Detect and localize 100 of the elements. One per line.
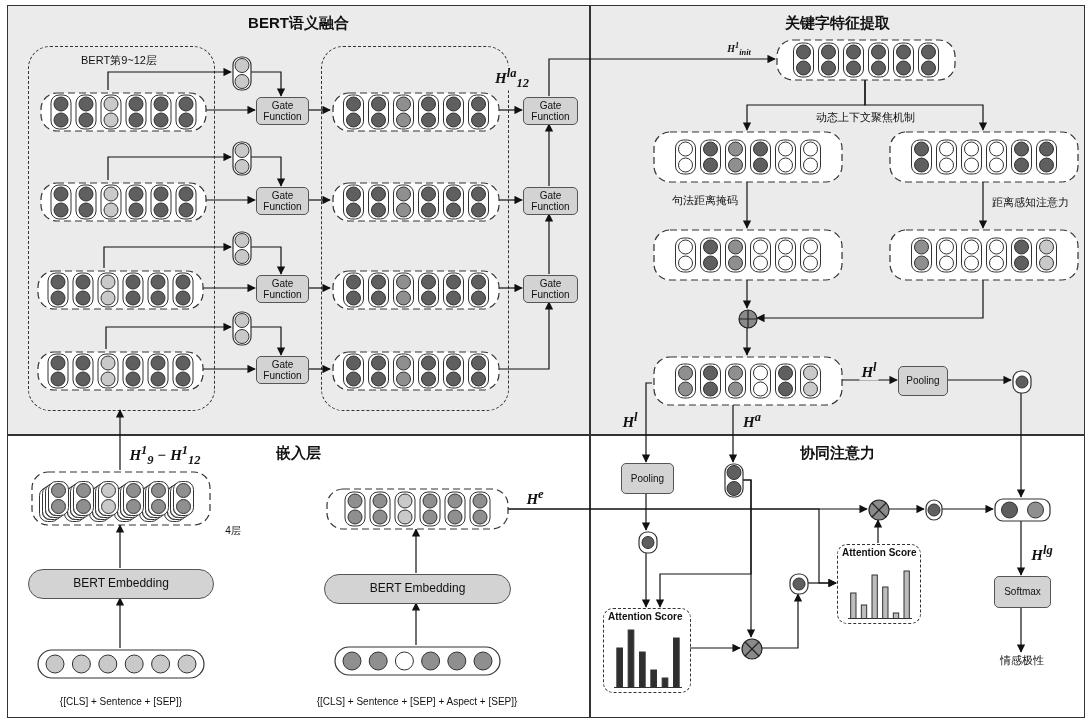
chart-box <box>837 544 921 624</box>
arrow <box>204 105 256 115</box>
arrow <box>1016 606 1026 653</box>
process-box: Softmax <box>994 576 1051 608</box>
arrow <box>548 54 776 97</box>
vector-drawing <box>653 229 843 281</box>
arrow <box>107 152 232 181</box>
group-title: BERT第9~12层 <box>81 54 157 66</box>
vector-drawing <box>40 182 207 222</box>
vector-drawing <box>40 92 207 132</box>
vector-drawing <box>889 131 1079 183</box>
arrow <box>115 524 125 569</box>
arrow <box>497 283 523 293</box>
process-box: Pooling <box>898 366 948 396</box>
arrow <box>761 593 803 649</box>
arrow <box>807 578 837 588</box>
arrow <box>497 105 523 115</box>
vector-drawing <box>724 463 744 498</box>
process-box: Gate Function <box>523 97 578 125</box>
process-box: Pooling <box>621 463 674 494</box>
arrow <box>728 404 738 463</box>
arrow <box>873 519 883 544</box>
arrow <box>742 279 752 309</box>
vector-drawing <box>37 270 204 310</box>
vector-drawing <box>232 141 252 176</box>
arrow <box>250 246 286 275</box>
token-sequence-drawing <box>334 646 501 676</box>
multiply-operator-icon <box>741 638 763 660</box>
chart-box <box>603 608 691 693</box>
panel-title: BERT语义融合 <box>248 14 349 33</box>
arrow <box>497 301 554 370</box>
vector-drawing <box>326 488 509 530</box>
sum-operator-icon <box>738 309 758 329</box>
edge-label: 距离感知注意力 <box>989 194 1071 210</box>
multiply-operator-icon <box>868 499 890 521</box>
process-box: Gate Function <box>523 187 578 215</box>
process-box: Gate Function <box>256 187 309 215</box>
arrow <box>497 195 523 205</box>
vector-drawing <box>232 56 252 91</box>
vector-drawing <box>776 39 956 81</box>
arrow <box>105 322 232 350</box>
arrow <box>1016 520 1026 576</box>
node-caption: {[CLS] + Sentence + [SEP] + Aspect + [SEP]} <box>316 695 518 707</box>
arrow <box>115 597 125 649</box>
arrow <box>544 123 554 187</box>
panel-title: 关键字特征提取 <box>785 14 890 33</box>
arrow <box>544 213 554 275</box>
vector-drawing <box>789 573 809 595</box>
vector-drawing <box>332 182 500 222</box>
vector-drawing <box>332 351 500 391</box>
vector-drawing <box>925 499 943 521</box>
arrow <box>641 552 651 608</box>
vector-drawing <box>653 131 843 183</box>
arrow <box>742 479 756 638</box>
process-box: Gate Function <box>523 275 578 303</box>
arrow <box>689 643 741 653</box>
arrow <box>411 602 421 646</box>
chart-title: Attention Score <box>608 611 683 622</box>
vector-drawing <box>332 270 500 310</box>
arrow <box>946 375 1012 385</box>
arrow <box>307 283 331 293</box>
arrow <box>103 242 232 269</box>
dashed-group-frame <box>28 46 215 411</box>
arrow <box>250 156 286 187</box>
process-box: Gate Function <box>256 356 309 384</box>
arrow <box>107 67 232 91</box>
token-sequence-drawing <box>37 649 205 679</box>
process-box: BERT Embedding <box>28 569 214 599</box>
arrow <box>742 327 752 356</box>
arrow <box>115 409 125 471</box>
arrow <box>307 364 331 374</box>
panel-title: 协同注意力 <box>800 444 875 463</box>
arrow <box>201 283 256 293</box>
arrow <box>1016 392 1026 498</box>
stacked-vector-drawing <box>31 471 211 526</box>
panel <box>590 435 1085 718</box>
arrow <box>307 105 331 115</box>
arrow <box>742 181 752 229</box>
node-caption: {[CLS] + Sentence + [SEP]} <box>59 695 183 707</box>
panel <box>7 435 590 718</box>
vector-drawing <box>1012 370 1032 394</box>
arrow <box>888 504 925 514</box>
process-box: Gate Function <box>256 275 309 303</box>
arrow <box>204 195 256 205</box>
vector-drawing <box>232 311 252 346</box>
arrow <box>641 382 653 463</box>
process-box: BERT Embedding <box>324 574 511 604</box>
panel-title: 嵌入层 <box>276 444 321 463</box>
arrow <box>864 79 988 131</box>
arrow <box>641 492 651 531</box>
vector-drawing <box>653 356 843 406</box>
output-label: 情感极性 <box>991 653 1053 671</box>
arrow <box>756 279 984 323</box>
vector-drawing <box>889 229 1079 281</box>
process-box: Gate Function <box>256 97 309 125</box>
panel <box>7 5 590 435</box>
arrow <box>250 71 286 97</box>
edge-label: 句法距离掩码 <box>670 192 740 208</box>
arrow <box>411 528 421 574</box>
panel <box>590 5 1085 435</box>
